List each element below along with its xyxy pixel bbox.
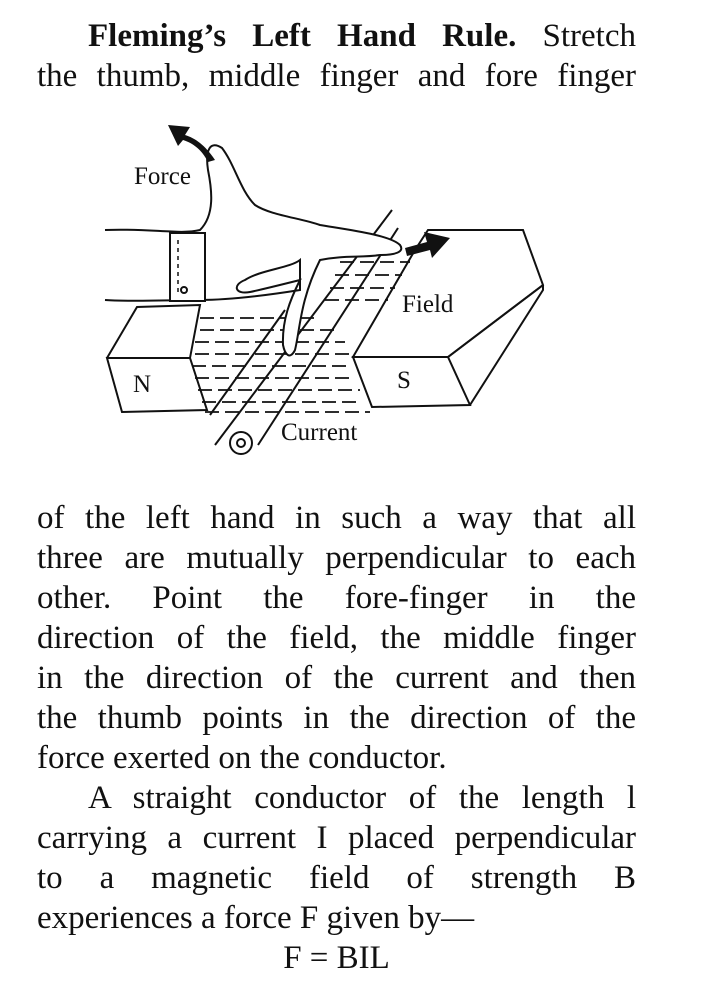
text-line: the thumb, middle finger and fore finger xyxy=(37,58,636,94)
rule-title: Fleming’s Left Hand Rule. xyxy=(88,18,517,54)
text-line: direction of the field, the middle finge… xyxy=(37,620,636,656)
field-arrow xyxy=(405,232,450,258)
text-line: carrying a current I placed perpendicula… xyxy=(37,820,636,856)
north-magnet-top xyxy=(106,303,202,359)
label-current: Current xyxy=(281,419,357,446)
text-line: of the left hand in such a way that all xyxy=(37,500,636,536)
text-line: experiences a force F given by— xyxy=(37,900,475,936)
conductor-end xyxy=(229,431,253,455)
hand xyxy=(104,144,403,357)
heading-continuation: Stretch xyxy=(542,18,636,54)
formula: F = BIL xyxy=(283,940,390,976)
label-force: Force xyxy=(134,163,191,190)
text-line: to a magnetic field of strength B xyxy=(37,860,636,896)
text-line: other. Point the fore-finger in the xyxy=(37,580,636,616)
force-arrow xyxy=(168,125,215,162)
text-line: the thumb points in the direction of the xyxy=(37,700,636,736)
north-magnet-front xyxy=(105,357,209,414)
label-north: N xyxy=(133,371,151,398)
text-line: in the direction of the current and then xyxy=(37,660,636,696)
text-line: three are mutually perpendicular to each xyxy=(37,540,636,576)
label-field: Field xyxy=(402,291,454,318)
heading-line: Fleming’s Left Hand Rule. Stretch xyxy=(88,16,636,56)
field-lines xyxy=(192,261,410,413)
text-line: force exerted on the conductor. xyxy=(37,740,447,776)
label-south: S xyxy=(397,367,411,394)
south-magnet-front xyxy=(351,356,472,409)
text-line: A straight conductor of the length l xyxy=(88,780,636,816)
